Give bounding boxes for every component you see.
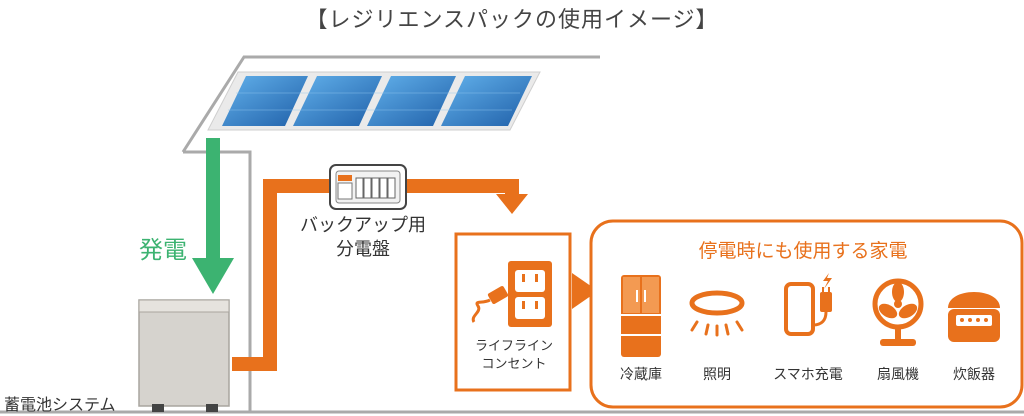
- phone-charging-icon: [784, 273, 832, 336]
- appliance-label-refrigerator: 冷蔵庫: [620, 367, 662, 383]
- rice-cooker-icon: [948, 292, 1000, 342]
- backup-panel-box: [329, 164, 407, 210]
- fan-icon: [872, 278, 924, 346]
- diagram-title: 【レジリエンスパックの使用イメージ】: [305, 8, 719, 33]
- outage-appliances-heading: 停電時にも使用する家電: [698, 240, 908, 262]
- lifeline-outlet-label: ライフライン コンセント: [474, 339, 553, 372]
- generation-label: 発電: [139, 236, 187, 264]
- house-outline: [0, 55, 1024, 414]
- power-line: [232, 179, 519, 371]
- backup-panel-label-text: バックアップ用 分電盤: [300, 215, 426, 260]
- battery-system-label: 蓄電池システム: [4, 395, 116, 414]
- outlet-plate: [508, 261, 552, 327]
- refrigerator-icon: [621, 275, 661, 357]
- ceiling-light-icon: [689, 290, 745, 337]
- backup-panel-label: バックアップ用 分電盤: [298, 214, 428, 262]
- power-line-arrow: [496, 194, 528, 214]
- battery-unit: [138, 299, 230, 412]
- appliance-label-fan: 扇風機: [877, 367, 919, 383]
- generation-arrow: [192, 138, 234, 294]
- appliance-label-light: 照明: [703, 367, 731, 383]
- plug-icon: [471, 286, 509, 323]
- outlet-to-house-arrow: [572, 273, 598, 309]
- appliance-label-phone-charging: スマホ充電: [773, 367, 843, 383]
- appliance-label-rice-cooker: 炊飯器: [953, 367, 995, 383]
- solar-panel: [207, 71, 541, 131]
